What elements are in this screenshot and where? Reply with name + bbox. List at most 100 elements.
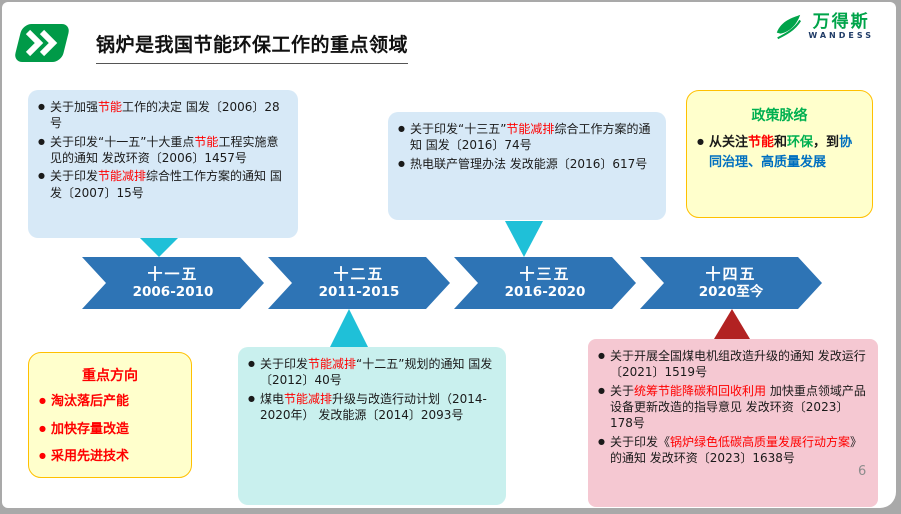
- bullet-marker: ●: [697, 137, 704, 146]
- bullet-text: 关于印发节能减排“十二五”规划的通知 国发〔2012〕40号: [260, 356, 496, 389]
- callout-14th-five-year-policies: ●关于开展全国煤电机组改造升级的通知 发改运行〔2021〕1519号●关于统筹节…: [588, 339, 878, 507]
- text-segment: 淘汰落后产能: [50, 394, 129, 409]
- text-segment: 节能减排: [284, 391, 333, 406]
- bullet-marker: ●: [248, 393, 255, 403]
- leaf-logo-icon: [777, 14, 802, 40]
- timeline-arrow-12th-five-year: 十二五 2011-2015: [268, 257, 450, 309]
- page-number: 6: [858, 464, 867, 479]
- bullet-text: 煤电节能减排升级与改造行动计划（2014-2020年） 发改能源〔2014〕20…: [260, 391, 496, 424]
- bullet-marker: ●: [398, 124, 405, 133]
- period-name: 十二五: [333, 265, 385, 284]
- text-segment: 从关注: [708, 135, 748, 150]
- text-segment: 节能减排: [98, 169, 147, 184]
- text-segment: 综合性工作方案的通知 国发〔2007〕15号: [49, 169, 282, 200]
- period-name: 十一五: [147, 265, 199, 284]
- text-segment: 节能: [748, 135, 775, 150]
- bullet-text: 关于印发节能减排综合性工作方案的通知 国发〔2007〕15号: [50, 168, 288, 201]
- bullet-text: 关于印发“十三五”节能减排综合工作方案的通知 国发〔2016〕74号: [410, 121, 656, 154]
- policy-context-body: ● 从关注节能和环保，到协同治理、高质量发展: [697, 133, 862, 172]
- connector-triangle-up-12th: [330, 309, 368, 347]
- bullet-marker: ●: [598, 385, 605, 395]
- callout-13th-five-year-policies: ● 关于印发“十三五”节能减排综合工作方案的通知 国发〔2016〕74号 ● 热电联产…: [388, 112, 666, 220]
- logo-subtitle: WANDESS: [808, 30, 874, 40]
- period-years: 2011-2015: [318, 283, 400, 300]
- text-segment: 加快存量改造: [50, 421, 129, 437]
- bullet-marker: ●: [39, 423, 46, 433]
- text-segment: 关于开展全国煤电机组改造升级的通知 发改运行〔2021〕1519号: [609, 349, 866, 380]
- bullet-marker: ●: [598, 351, 605, 360]
- connector-triangle-down-11th: [140, 238, 178, 257]
- period-years: 2016-2020: [504, 283, 586, 300]
- text-segment: 关于印发: [49, 169, 98, 184]
- period-years: 2020至今: [698, 283, 764, 300]
- bullet-marker: ●: [598, 436, 605, 446]
- bullet-marker: ●: [39, 451, 46, 461]
- callout-policy-context: 政策脉络 ● 从关注节能和环保，到协同治理、高质量发展: [686, 90, 873, 218]
- policy-context-title: 政策脉络: [751, 108, 808, 124]
- text-segment: 协同治理、高质量发展: [708, 135, 853, 170]
- bullet-marker: ●: [248, 359, 255, 368]
- logo-name: 万得斯: [812, 12, 870, 33]
- slide-title: 锅炉是我国节能环保工作的重点领域: [96, 30, 409, 64]
- text-segment: 节能减排: [308, 357, 357, 371]
- bullet-item: ● 关于开展全国煤电机组改造升级的通知 发改运行〔2021〕1519号: [598, 348, 868, 381]
- bullet-text: 关于开展全国煤电机组改造升级的通知 发改运行〔2021〕1519号: [610, 348, 868, 381]
- text-segment: 关于: [609, 383, 634, 398]
- bullet-text: 淘汰落后产能: [51, 393, 181, 411]
- double-chevron-icon: [13, 24, 71, 62]
- text-segment: ，到: [813, 135, 840, 150]
- text-segment: 关于印发: [259, 357, 308, 371]
- text-segment: 热电联产管理办法 发改能源〔2016〕617号: [409, 156, 648, 171]
- key-directions-title: 重点方向: [82, 368, 138, 384]
- text-segment: 采用先进技术: [50, 449, 129, 465]
- text-segment: 加快重点领域产品设备更新改造的指导意见 发改环资〔2023〕178号: [609, 383, 866, 431]
- bullet-marker: ●: [38, 136, 45, 146]
- callout-11th-five-year-policies: ●关于加强节能工作的决定 国发〔2006〕28号●关于印发“十一五”十大重点节能…: [28, 90, 298, 238]
- bullet-item: ● 煤电节能减排升级与改造行动计划（2014-2020年） 发改能源〔2014〕2…: [248, 391, 496, 424]
- text-segment: 升级与改造行动计划（2014-2020年） 发改能源〔2014〕2093号: [259, 391, 487, 422]
- timeline-arrow-13th-five-year: 十三五 2016-2020: [454, 257, 636, 309]
- text-segment: 锅炉绿色低碳高质量发展行动方案: [670, 434, 851, 449]
- bullet-text: 热电联产管理办法 发改能源〔2016〕617号: [410, 156, 656, 172]
- bullet-text: 关于印发“十一五”十大重点节能工程实施意见的通知 发改环资〔2006〕1457号: [50, 134, 288, 167]
- bullet-item: ● 关于印发“十一五”十大重点节能工程实施意见的通知 发改环资〔2006〕1457…: [38, 134, 288, 167]
- bullet-item: ● 淘汰落后产能: [39, 393, 181, 411]
- text-segment: 工程实施意见的通知 发改环资〔2006〕1457号: [49, 134, 279, 165]
- presentation-slide: 锅炉是我国节能环保工作的重点领域 万得斯 WANDESS ●关于加强节能工作的决…: [2, 2, 896, 508]
- bullet-marker: ●: [39, 396, 46, 405]
- chevrons-glyph: [25, 29, 58, 57]
- bullet-marker: ●: [38, 171, 45, 181]
- bullet-item: ● 关于印发节能减排“十二五”规划的通知 国发〔2012〕40号: [248, 356, 496, 389]
- text-segment: 节能减排: [506, 122, 555, 136]
- bullet-text: 采用先进技术: [51, 448, 181, 466]
- timeline-arrow-14th-five-year: 十四五 2020至今: [640, 257, 822, 309]
- bullet-item: ● 关于印发“十三五”节能减排综合工作方案的通知 国发〔2016〕74号: [398, 121, 656, 154]
- bullet-text: 加快存量改造: [51, 421, 181, 439]
- bullet-item: ● 热电联产管理办法 发改能源〔2016〕617号: [398, 156, 656, 172]
- bullet-item: ● 关于加强节能工作的决定 国发〔2006〕28号: [38, 99, 288, 132]
- text-segment: 关于印发《: [609, 434, 670, 449]
- connector-triangle-down-13th: [505, 221, 543, 257]
- text-segment: 和: [774, 135, 788, 150]
- text-segment: 》的通知 发改环资〔2023〕1638号: [609, 434, 863, 465]
- text-segment: 节能: [98, 100, 123, 114]
- bullet-item: ● 加快存量改造: [39, 421, 181, 439]
- key-directions-body: ● 淘汰落后产能 ● 加快存量改造 ● 采用先进技术: [39, 393, 181, 466]
- bullet-text: 从关注节能和环保，到协同治理、高质量发展: [709, 133, 862, 172]
- bullet-marker: ●: [38, 102, 45, 111]
- text-segment: 煤电: [259, 391, 284, 406]
- bullet-item: ● 采用先进技术: [39, 448, 181, 466]
- period-name: 十三五: [519, 265, 571, 284]
- period-years: 2006-2010: [132, 283, 214, 300]
- logo-text-block: 万得斯 WANDESS: [808, 13, 874, 40]
- timeline-arrow-11th-five-year: 十一五 2006-2010: [82, 257, 264, 309]
- text-segment: 关于加强: [49, 100, 98, 114]
- bullet-text: 关于加强节能工作的决定 国发〔2006〕28号: [50, 99, 288, 132]
- period-name: 十四五: [705, 265, 757, 284]
- text-segment: 关于印发“十三五”: [409, 122, 507, 136]
- bullet-marker: ●: [398, 158, 405, 168]
- text-segment: 工作的决定 国发〔2006〕28号: [49, 100, 280, 131]
- bullet-item: ● 关于印发《锅炉绿色低碳高质量发展行动方案》的通知 发改环资〔2023〕1638…: [598, 434, 868, 467]
- text-segment: 综合工作方案的通知 国发〔2016〕74号: [409, 122, 651, 153]
- text-segment: 节能: [194, 134, 219, 149]
